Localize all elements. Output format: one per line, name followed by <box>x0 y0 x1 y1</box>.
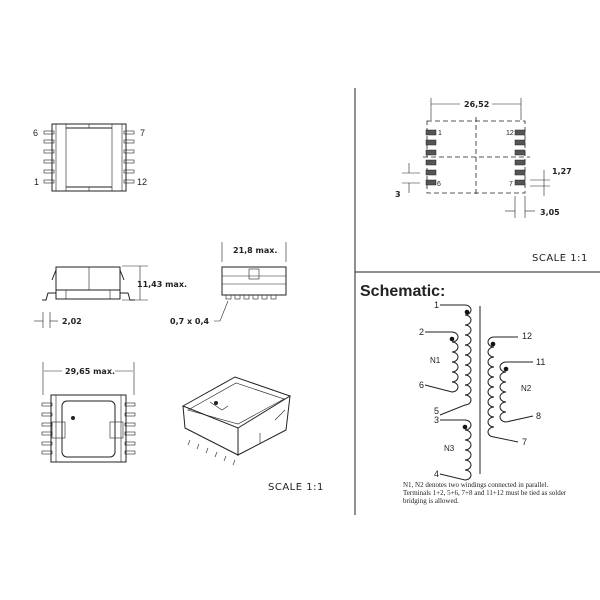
lead-dimension: 2,02 <box>62 317 82 326</box>
top-view: 6 7 1 12 <box>33 123 147 192</box>
winding-n2: N2 <box>521 384 532 393</box>
terminal-6: 6 <box>419 380 424 390</box>
right-scale-label: SCALE 1:1 <box>532 253 588 264</box>
pad-label-7: 7 <box>509 181 513 188</box>
isometric-view <box>181 376 292 466</box>
winding-n3: N3 <box>444 444 455 453</box>
note-line-3: bridging is allowed. <box>403 497 459 505</box>
side-view: 11,43 max. 2,02 <box>34 265 187 328</box>
terminal-labels: 1 2 6 5 3 4 12 11 8 7 N1 N2 N3 <box>419 300 545 479</box>
terminal-11: 11 <box>536 357 545 367</box>
terminal-5: 5 <box>434 406 439 416</box>
pin-label-12: 12 <box>137 177 147 187</box>
pad-pitch-dimension: 1,27 <box>552 167 572 176</box>
width-dimension: 21,8 max. <box>233 246 277 255</box>
note-line-2: Terminals 1+2, 5+6, 7+8 and 11+12 must b… <box>403 489 567 497</box>
height-dimension: 11,43 max. <box>137 280 187 289</box>
left-scale-label: SCALE 1:1 <box>268 482 324 493</box>
terminal-12: 12 <box>522 331 532 341</box>
end-view: 21,8 max. 0,7 x 0,4 <box>170 242 287 326</box>
pin-label-1: 1 <box>34 177 39 187</box>
pad-length-dimension: 3 <box>395 190 401 199</box>
pad-label-6: 6 <box>437 181 441 188</box>
terminal-4: 4 <box>434 469 439 479</box>
pad-layout: 26,52 1 12 6 7 3 1,27 3,05 <box>395 98 572 218</box>
schematic <box>424 304 534 481</box>
terminal-8: 8 <box>536 411 541 421</box>
schematic-title: Schematic: <box>360 283 445 300</box>
terminal-2: 2 <box>419 327 424 337</box>
length-dimension: 29,65 max. <box>65 367 115 376</box>
pin-label-7: 7 <box>140 128 145 138</box>
pad-span-dimension: 26,52 <box>464 100 489 109</box>
winding-n1: N1 <box>430 356 441 365</box>
pad-width-dimension: 3,05 <box>540 208 560 217</box>
terminal-7: 7 <box>522 437 527 447</box>
terminal-1: 1 <box>434 300 439 310</box>
lead-size-dimension: 0,7 x 0,4 <box>170 317 210 326</box>
pad-label-1: 1 <box>438 130 442 137</box>
terminal-3: 3 <box>434 415 439 425</box>
note-line-1: N1, N2 denotes two windings connected in… <box>403 481 548 489</box>
pad-label-12: 12 <box>506 130 514 137</box>
pin-label-6: 6 <box>33 128 38 138</box>
bottom-view: 29,65 max. <box>41 362 136 463</box>
